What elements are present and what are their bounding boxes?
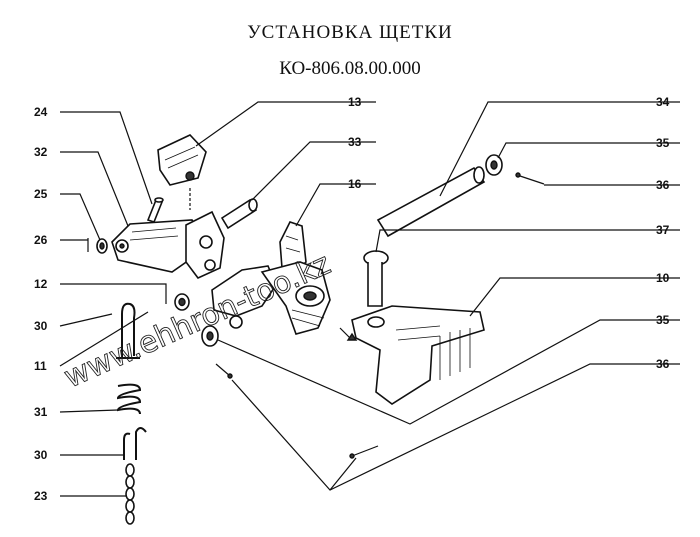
- part-36-cotter-lower-right: [349, 445, 379, 459]
- part-10-base-frame: [339, 305, 485, 405]
- part-30-hook-bottom: [123, 427, 147, 460]
- callout-13: 13: [348, 95, 362, 109]
- part-37-vertical-pin: [363, 250, 389, 307]
- part-35-washer-top: [485, 154, 503, 176]
- callout-36-bottom: 36: [656, 357, 670, 371]
- callout-25: 25: [34, 187, 48, 201]
- part-32-lever-arm: [111, 210, 225, 279]
- callout-labels: 24 32 25 26 12 30 11 31 30 23 13 33 16 3…: [34, 95, 670, 503]
- callout-35-bottom: 35: [656, 313, 670, 327]
- callout-12: 12: [34, 277, 48, 291]
- part-12-small-bushing: [174, 293, 190, 311]
- part-30-hook-top: [116, 302, 140, 359]
- callout-11: 11: [34, 359, 47, 373]
- callout-33: 33: [348, 135, 362, 149]
- part-31-spring: [116, 383, 142, 415]
- callout-35-top: 35: [656, 136, 670, 150]
- callout-34: 34: [656, 95, 670, 109]
- diagram-subtitle: КО-806.08.00.000: [279, 58, 421, 79]
- part-35-washer-lower: [201, 325, 219, 347]
- part-23-chain: [125, 463, 135, 525]
- callout-31: 31: [34, 405, 48, 419]
- callout-23: 23: [34, 489, 48, 503]
- part-13-bracket-cap: [157, 134, 207, 210]
- part-34-long-rod: [376, 166, 486, 238]
- part-36-cotter-top: [515, 172, 545, 185]
- leader-lines: [59, 101, 680, 497]
- callout-30-top: 30: [34, 319, 48, 333]
- part-24-pin: [146, 197, 164, 223]
- callout-30-bottom: 30: [34, 448, 48, 462]
- callout-36-top: 36: [656, 178, 670, 192]
- part-main-casting: [211, 261, 331, 335]
- callout-24: 24: [34, 105, 48, 119]
- part-36-cotter-lower-left: [215, 363, 233, 379]
- diagram-title: УСТАНОВКА ЩЕТКИ: [247, 22, 453, 43]
- callout-37: 37: [656, 223, 670, 237]
- callout-10: 10: [656, 271, 670, 285]
- part-33-bushing: [220, 198, 258, 230]
- callout-26: 26: [34, 233, 48, 247]
- callout-16: 16: [348, 177, 362, 191]
- part-25-washer: [96, 238, 108, 254]
- callout-32: 32: [34, 145, 48, 159]
